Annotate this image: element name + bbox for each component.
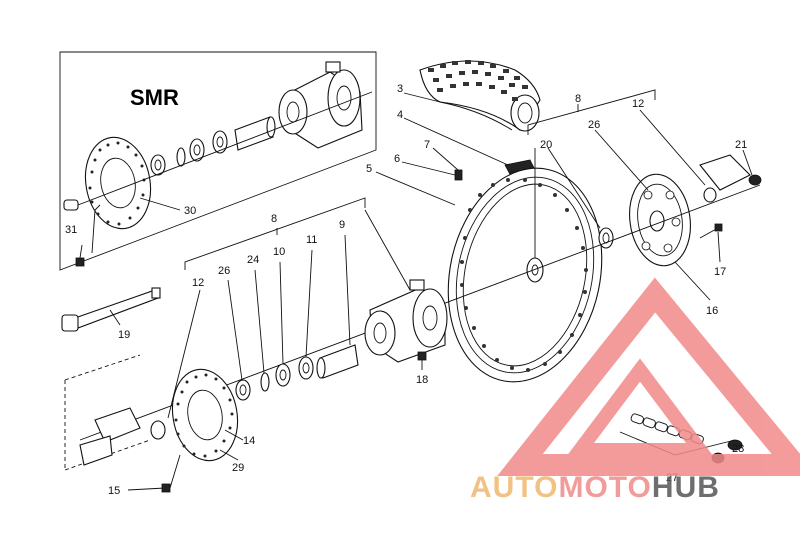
- label-7: 7: [424, 139, 430, 151]
- label-20: 20: [540, 139, 552, 151]
- label-26-lower: 26: [218, 265, 230, 277]
- label-17: 17: [714, 266, 726, 278]
- rear-sprocket: [598, 173, 691, 267]
- label-6: 6: [394, 153, 400, 165]
- label-8-top: 8: [575, 93, 581, 105]
- chain-adjuster-right: [699, 154, 762, 203]
- rear-axle: [61, 287, 161, 332]
- label-18: 18: [416, 374, 428, 386]
- rear-hub: [364, 279, 448, 363]
- tire: [419, 60, 541, 132]
- label-5: 5: [366, 163, 372, 175]
- label-9: 9: [339, 219, 345, 231]
- label-10: 10: [273, 246, 285, 258]
- label-11: 11: [306, 234, 317, 246]
- svg-text:AUTOMOTOHUB: AUTOMOTOHUB: [470, 471, 720, 504]
- label-30: 30: [184, 205, 196, 217]
- watermark-triangle-icon: [497, 277, 800, 476]
- label-29: 29: [232, 462, 244, 474]
- watermark-part-3: HUB: [652, 471, 720, 504]
- smr-inset: SMR: [59, 51, 377, 271]
- label-8-lower: 8: [271, 213, 277, 225]
- label-19: 19: [118, 329, 130, 341]
- label-4: 4: [397, 109, 403, 121]
- inset-brake-disc: [84, 136, 152, 230]
- label-21: 21: [735, 139, 747, 151]
- lower-brake-disc: [171, 368, 239, 462]
- watermark-logo: AUTOMOTOHUB: [470, 277, 800, 504]
- label-12-top: 12: [632, 98, 644, 110]
- label-16: 16: [706, 305, 718, 317]
- label-14: 14: [243, 435, 255, 447]
- label-26-top: 26: [588, 119, 600, 131]
- label-28: 28: [732, 443, 744, 455]
- watermark-part-1: AUTO: [470, 471, 558, 504]
- inset-hub: [278, 61, 363, 149]
- watermark-part-2: MOTO: [558, 471, 651, 504]
- label-31: 31: [65, 224, 77, 236]
- label-15: 15: [108, 485, 120, 497]
- label-12-lower: 12: [192, 277, 204, 289]
- label-3: 3: [397, 83, 403, 95]
- wheel-rim: [447, 167, 603, 383]
- inset-title: SMR: [130, 85, 179, 110]
- leader-lines: [109, 89, 753, 461]
- label-24: 24: [247, 254, 259, 266]
- chain-adjuster-left: [64, 354, 151, 471]
